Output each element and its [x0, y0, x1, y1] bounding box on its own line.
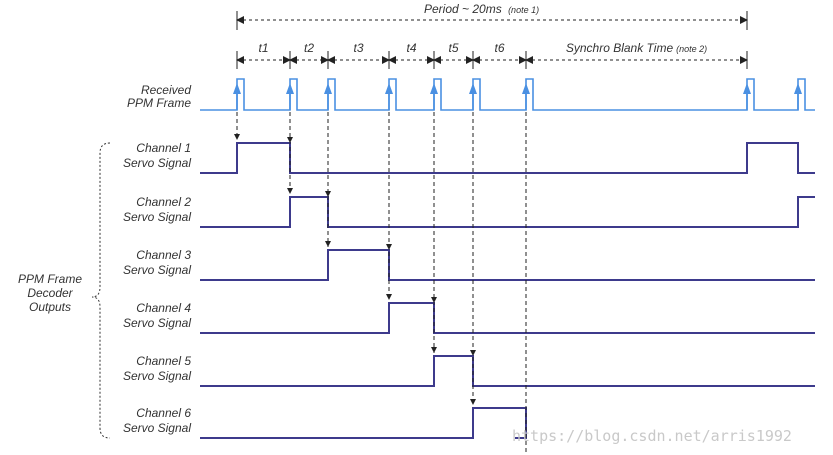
ppm-frame-waveform	[200, 78, 815, 111]
interval-label: t5	[448, 41, 458, 55]
period-dimension: Period ~ 20ms (note 1)	[236, 2, 748, 30]
channel-2-label-line1: Channel 2	[136, 195, 191, 209]
channel-2-label-line2: Servo Signal	[123, 210, 191, 224]
channel-6-label-line2: Servo Signal	[123, 421, 191, 435]
channel-1-waveform	[200, 142, 815, 174]
ppm-edge-arrow	[522, 83, 530, 94]
group-label-line3: Outputs	[29, 300, 71, 314]
ppm-edge-arrow	[743, 83, 751, 94]
group-label-line2: Decoder	[27, 286, 73, 300]
channel-3-waveform	[200, 249, 815, 281]
channel-3-label-line2: Servo Signal	[123, 263, 191, 277]
ppm-edge-arrow	[233, 83, 241, 94]
interval-label: t3	[353, 41, 363, 55]
interval-label: t4	[406, 41, 416, 55]
channel-2-waveform	[200, 196, 815, 228]
channel-5-label-line1: Channel 5	[136, 354, 191, 368]
period-note: (note 1)	[508, 5, 539, 15]
interval-4: t4	[388, 41, 435, 69]
ppm-edge-arrow	[286, 83, 294, 94]
channel-6-waveform	[200, 407, 527, 439]
ppm-edge-arrow	[385, 83, 393, 94]
channel-6-label-line1: Channel 6	[136, 406, 191, 420]
svg-text:Period ~ 20ms (note 1): Period ~ 20ms (note 1)	[424, 2, 539, 16]
trigger-lines	[234, 112, 527, 455]
interval-label: t2	[304, 41, 314, 55]
interval-2: t2	[289, 41, 329, 69]
interval-label: t1	[258, 41, 268, 55]
interval-7: Synchro Blank Time(note 2)	[525, 41, 748, 69]
ppm-label-line2: PPM Frame	[127, 96, 191, 110]
interval-3: t3	[327, 41, 390, 69]
channel-5-waveform	[200, 355, 815, 387]
ppm-edge-arrow	[324, 83, 332, 94]
interval-row: t1 t2 t3 t4 t5 t6 Synchro Blank Time(note 2)	[236, 41, 748, 69]
ppm-label-line1: Received	[141, 83, 191, 97]
ppm-edge-arrow	[469, 83, 477, 94]
channel-4-label-line1: Channel 4	[136, 301, 191, 315]
interval-6: t6	[472, 41, 527, 69]
watermark-text: https://blog.csdn.net/arris1992	[512, 427, 792, 445]
ppm-edge-arrow	[430, 83, 438, 94]
ppm-frame-label: Received PPM Frame	[127, 83, 191, 110]
interval-5: t5	[433, 41, 474, 69]
channel-4-waveform	[200, 302, 815, 334]
group-brace	[91, 142, 111, 439]
channel-1-label-line2: Servo Signal	[123, 156, 191, 170]
channel-1-label-line1: Channel 1	[136, 141, 191, 155]
interval-label: t6	[494, 41, 504, 55]
servo-waveforms	[200, 142, 815, 439]
interval-label: Synchro Blank Time(note 2)	[566, 41, 707, 55]
period-label: Period ~ 20ms	[424, 2, 502, 16]
interval-1: t1	[236, 41, 291, 69]
channel-3-label-line1: Channel 3	[136, 248, 191, 262]
ppm-pulse-train	[200, 78, 815, 111]
channel-5-label-line2: Servo Signal	[123, 369, 191, 383]
ppm-edge-arrow	[794, 83, 802, 94]
channel-4-label-line2: Servo Signal	[123, 316, 191, 330]
decoder-outputs-group: PPM Frame Decoder Outputs	[18, 142, 111, 439]
group-label-line1: PPM Frame	[18, 272, 82, 286]
